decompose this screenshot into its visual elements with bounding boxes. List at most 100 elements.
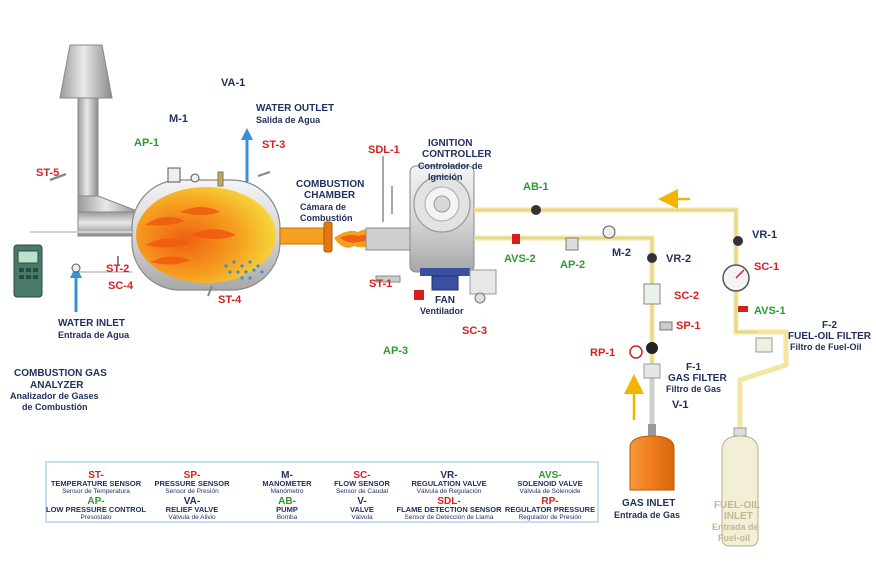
legend-code: V-	[357, 496, 366, 507]
legend-code: VA-	[184, 496, 200, 507]
label-rp1: RP-1	[590, 347, 615, 359]
label-water-outlet: WATER OUTLET	[256, 103, 334, 114]
label-water-inlet-es: Entrada de Agua	[58, 330, 130, 340]
label-sc3: SC-3	[462, 325, 487, 337]
label-sdl1: SDL-1	[368, 144, 400, 156]
label-st3: ST-3	[262, 139, 285, 151]
legend-title: RELIEF VALVE	[166, 505, 219, 514]
label-comb-chamber-2: CHAMBER	[304, 190, 356, 201]
legend-code: AP-	[87, 496, 104, 507]
label-comb-chamber-es-1: Cámara de	[300, 202, 346, 212]
label-st2: ST-2	[106, 263, 129, 275]
legend-desc: Sensor de Temperatura	[62, 488, 130, 495]
legend-code: AVS-	[538, 470, 561, 481]
label-f1: F-1	[686, 362, 701, 373]
legend-title: REGULATION VALVE	[412, 479, 487, 488]
label-water-outlet-es: Salida de Agua	[256, 115, 321, 125]
gas-bottle-icon	[629, 424, 675, 491]
label-water-inlet: WATER INLET	[58, 318, 125, 329]
legend-title: PRESSURE SENSOR	[154, 479, 230, 488]
label-st5: ST-5	[36, 167, 59, 179]
label-fan-es: Ventilador	[420, 306, 464, 316]
label-gas-filter-es: Filtro de Gas	[666, 384, 721, 394]
label-analyzer-2: ANALYZER	[30, 380, 84, 391]
legend-desc: Sensor de Caudal	[336, 488, 389, 495]
legend-title: VALVE	[350, 505, 374, 514]
label-comb-chamber-1: COMBUSTION	[296, 179, 364, 190]
legend-desc: Bomba	[277, 514, 298, 521]
legend-desc: Presostato	[80, 514, 111, 521]
label-gas-inlet-es: Entrada de Gas	[614, 510, 680, 520]
legend-code: SP-	[184, 470, 201, 481]
legend-title: PUMP	[276, 505, 298, 514]
label-st1: ST-1	[369, 278, 392, 290]
label-ap3: AP-3	[383, 345, 408, 357]
label-gas-filter: GAS FILTER	[668, 373, 727, 384]
label-gas-inlet: GAS INLET	[622, 498, 675, 509]
label-ap2: AP-2	[560, 259, 585, 271]
legend-desc: Válvula de Solenoide	[519, 488, 580, 495]
label-fuel-filter-es: Filtro de Fuel-Oil	[790, 342, 862, 352]
instruments	[49, 156, 773, 379]
legend-title: REGULATOR PRESSURE	[505, 505, 595, 514]
label-analyzer-1: COMBUSTION GAS	[14, 368, 107, 379]
label-sp1: SP-1	[676, 320, 700, 332]
legend-title: TEMPERATURE SENSOR	[51, 479, 142, 488]
label-va1: VA-1	[221, 77, 245, 89]
chimney-icon	[59, 44, 143, 237]
label-ignition-es-2: Ignición	[428, 172, 463, 182]
legend-code: RP-	[541, 496, 558, 507]
label-ignition-es-1: Controlador de	[418, 161, 483, 171]
label-sc4: SC-4	[108, 280, 134, 292]
label-comb-chamber-es-2: Combustión	[300, 213, 353, 223]
label-analyzer-es-1: Analizador de Gases	[10, 391, 99, 401]
label-fuel-inlet-2: INLET	[724, 511, 753, 522]
labels: VA-1 M-1 AP-1 ST-5 ST-3 WATER OUTLET Sal…	[10, 77, 872, 543]
legend-desc: Manómetro	[271, 488, 304, 495]
label-vr2: VR-2	[666, 253, 691, 265]
label-analyzer-es-2: de Combustión	[22, 402, 88, 412]
legend-desc: Válvula de Alivio	[168, 514, 216, 521]
legend-title: SOLENOID VALVE	[517, 479, 582, 488]
label-m1: M-1	[169, 113, 188, 125]
legend-desc: Sensor de Detección de Llama	[405, 514, 494, 521]
label-f2: F-2	[822, 320, 837, 331]
label-ignition-1: IGNITION	[428, 138, 472, 149]
gas-analyzer-device-icon	[13, 244, 43, 298]
label-m2: M-2	[612, 247, 631, 259]
legend-code: AB-	[278, 496, 296, 507]
label-v1: V-1	[672, 399, 689, 411]
legend-desc: Válvula de Regulación	[417, 488, 482, 495]
label-fuel-filter: FUEL-OIL FILTER	[788, 331, 872, 342]
legend-code: SC-	[353, 470, 370, 481]
legend-code: ST-	[88, 470, 104, 481]
label-st4: ST-4	[218, 294, 242, 306]
fuel-oil-bottle-icon	[721, 427, 759, 547]
label-fan: FAN	[435, 295, 455, 306]
legend-code: SDL-	[437, 496, 460, 507]
label-sc1: SC-1	[754, 261, 779, 273]
legend-desc: Regulador de Presión	[519, 514, 582, 521]
label-ap1: AP-1	[134, 137, 159, 149]
legend-desc: Válvula	[351, 514, 373, 521]
legend-title: LOW PRESSURE CONTROL	[46, 505, 146, 514]
legend-title: MANOMETER	[262, 479, 312, 488]
legend-code: M-	[281, 470, 293, 481]
label-ignition-2: CONTROLLER	[422, 149, 492, 160]
label-avs1: AVS-1	[754, 305, 786, 317]
label-vr1: VR-1	[752, 229, 777, 241]
legend-code: VR-	[440, 470, 457, 481]
legend-title: FLOW SENSOR	[334, 479, 390, 488]
legend-desc: Sensor de Presión	[165, 488, 219, 495]
label-avs2: AVS-2	[504, 253, 536, 265]
label-fuel-inlet-1: FUEL-OIL	[714, 500, 760, 511]
blower-fan-icon	[365, 165, 497, 304]
label-ab1: AB-1	[523, 181, 549, 193]
label-fuel-inlet-es-1: Entrada de	[712, 522, 759, 532]
legend-title: FLAME DETECTION SENSOR	[396, 505, 502, 514]
label-sc2: SC-2	[674, 290, 699, 302]
